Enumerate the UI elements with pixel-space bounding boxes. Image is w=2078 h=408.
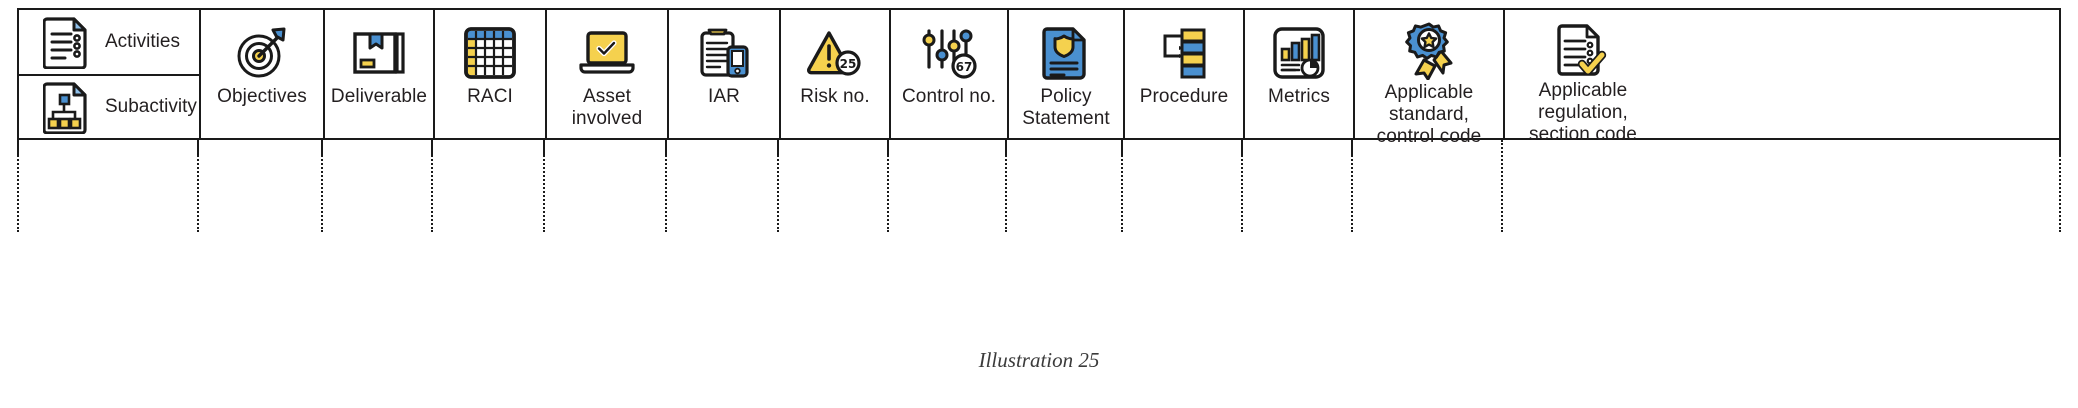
illustration-caption: Illustration 25 — [978, 348, 1100, 372]
bar-pie-chart-icon — [1271, 22, 1327, 84]
header-cell-iar[interactable]: IAR — [667, 10, 779, 138]
header-label-policy-statement: Policy Statement — [1022, 86, 1110, 129]
sliders-67-icon: 67 — [920, 22, 978, 84]
header-label-applicable-regulation: Applicable regulation, section code — [1529, 80, 1637, 145]
body-cell[interactable] — [197, 140, 321, 232]
header-cell-applicable-standard[interactable]: Applicable standard, control code — [1353, 10, 1503, 147]
body-cell[interactable] — [887, 140, 1005, 232]
header-cell-applicable-regulation[interactable]: Applicable regulation, section code — [1503, 10, 1661, 145]
header-label-procedure: Procedure — [1139, 86, 1229, 107]
framework-table: Activities — [17, 8, 2061, 236]
flowchart-icon — [1153, 22, 1215, 84]
body-cell[interactable] — [1501, 140, 1659, 232]
header-label-objectives: Objectives — [217, 86, 307, 107]
body-cell[interactable] — [777, 140, 887, 232]
header-cell-activities[interactable]: Activities — [19, 10, 199, 74]
header-label-control-no: Control no. — [901, 86, 997, 107]
body-cell[interactable] — [17, 140, 197, 232]
body-cell[interactable] — [1241, 140, 1351, 232]
header-label-raci: RACI — [467, 86, 513, 107]
document-shield-icon — [1042, 22, 1090, 84]
header-label-iar: IAR — [708, 86, 740, 107]
table-header-row: Activities — [17, 8, 2061, 147]
control-badge-number: 67 — [956, 60, 973, 74]
header-label-metrics: Metrics — [1268, 86, 1330, 107]
header-cell-subactivity[interactable]: Subactivity — [19, 74, 199, 138]
clipboard-device-icon — [696, 22, 752, 84]
body-cell[interactable] — [1005, 140, 1121, 232]
table-body-dotted — [17, 140, 2061, 232]
header-cell-deliverable[interactable]: Deliverable — [323, 10, 433, 138]
body-right-edge — [2059, 140, 2061, 232]
grid-matrix-icon — [462, 22, 518, 84]
risk-badge-number: 25 — [840, 57, 857, 71]
body-cell[interactable] — [321, 140, 431, 232]
body-cell[interactable] — [543, 140, 665, 232]
warning-triangle-25-icon: 25 — [806, 22, 864, 84]
header-label-deliverable: Deliverable — [330, 86, 428, 107]
body-cell[interactable] — [1121, 140, 1241, 232]
header-label-applicable-standard: Applicable standard, control code — [1376, 82, 1482, 147]
body-cell[interactable] — [1351, 140, 1501, 232]
header-cell-metrics[interactable]: Metrics — [1243, 10, 1353, 138]
header-label-risk-no: Risk no. — [800, 86, 870, 107]
header-cell-objectives[interactable]: Objectives — [199, 10, 323, 138]
body-cell[interactable] — [431, 140, 543, 232]
header-cell-procedure[interactable]: Procedure — [1123, 10, 1243, 138]
laptop-check-icon — [577, 22, 637, 84]
header-cell-asset-involved[interactable]: Asset involved — [545, 10, 667, 138]
document-check-icon — [1557, 22, 1609, 78]
award-rosette-icon — [1400, 22, 1458, 80]
header-cell-risk-no[interactable]: 25 Risk no. — [779, 10, 889, 138]
header-cell-policy-statement[interactable]: Policy Statement — [1007, 10, 1123, 138]
target-arrow-icon — [234, 22, 290, 84]
header-cell-control-no[interactable]: 67 Control no. — [889, 10, 1007, 138]
header-label-activities: Activities — [105, 31, 180, 52]
body-cell[interactable] — [665, 140, 777, 232]
package-box-icon — [351, 22, 407, 84]
activities-subactivity-column: Activities — [19, 10, 199, 138]
header-cell-raci[interactable]: RACI — [433, 10, 545, 138]
header-label-subactivity: Subactivity — [105, 96, 197, 117]
document-hierarchy-icon — [43, 80, 89, 134]
header-label-asset-involved: Asset involved — [571, 86, 643, 129]
document-list-icon — [43, 15, 89, 69]
